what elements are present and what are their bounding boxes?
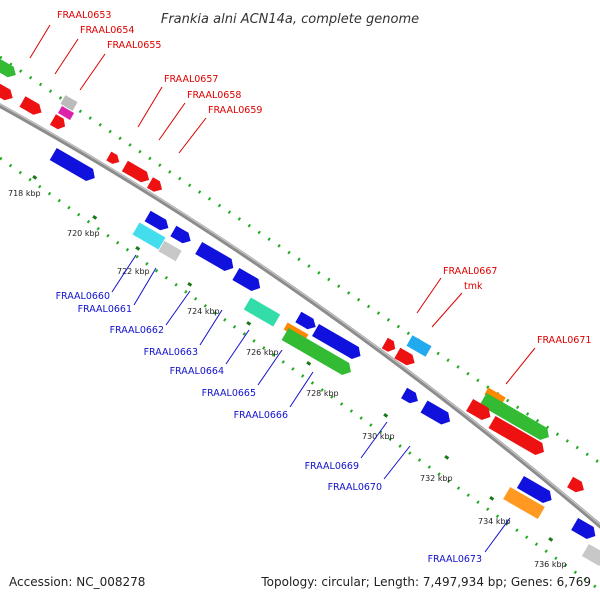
forward-genes [0, 54, 587, 495]
major-tick [187, 282, 193, 287]
gene-glyph[interactable] [195, 241, 237, 274]
major-tick [383, 413, 389, 418]
gene-glyph[interactable] [144, 210, 172, 233]
gene-glyph[interactable] [0, 82, 16, 103]
tick-label-724: 724 kbp [187, 307, 220, 316]
major-tick [444, 455, 450, 460]
gene-label-FRAAL0655[interactable]: FRAAL0655 [107, 40, 161, 51]
outer-tick-row [0, 55, 600, 465]
gene-glyph[interactable] [479, 392, 553, 443]
reverse-genes [49, 147, 600, 567]
gene-label-FRAAL0664[interactable]: FRAAL0664 [170, 366, 224, 377]
accession-text: Accession: NC_008278 [9, 575, 145, 589]
gene-glyph[interactable] [311, 323, 364, 362]
gene-glyph[interactable] [60, 95, 78, 111]
gene-label-FRAAL0663[interactable]: FRAAL0663 [144, 347, 198, 358]
gene-glyph[interactable] [406, 335, 432, 357]
tick-label-720: 720 kbp [67, 229, 100, 238]
gene-glyph[interactable] [106, 151, 121, 167]
tick-label-736: 736 kbp [534, 560, 567, 569]
major-tick [306, 361, 312, 366]
tick-label-732: 732 kbp [420, 474, 453, 483]
gene-glyph[interactable] [484, 387, 506, 405]
gene-glyph[interactable] [420, 400, 454, 427]
gene-glyph[interactable] [158, 240, 182, 262]
genome-backbone [0, 103, 600, 529]
major-tick [489, 496, 495, 501]
genome-summary-text: Topology: circular; Length: 7,497,934 bp… [260, 575, 591, 589]
gene-glyph[interactable] [516, 475, 555, 506]
gene-glyph[interactable] [243, 297, 281, 327]
genome-backbone-highlight [0, 103, 600, 526]
major-tick [135, 246, 141, 251]
tick-label-722: 722 kbp [117, 267, 150, 276]
major-ticks [32, 175, 554, 542]
gene-label-FRAAL0660[interactable]: FRAAL0660 [56, 291, 110, 302]
major-tick [246, 321, 252, 326]
gene-glyph[interactable] [567, 476, 587, 495]
gene-glyph[interactable] [571, 517, 599, 542]
gene-glyph[interactable] [49, 147, 99, 184]
gene-glyph[interactable] [581, 543, 600, 567]
gene-label-FRAAL0665[interactable]: FRAAL0665 [202, 388, 256, 399]
gene-glyph[interactable] [132, 222, 166, 250]
gene-label-FRAAL0673[interactable]: FRAAL0673 [428, 554, 482, 565]
tick-label-730: 730 kbp [362, 432, 395, 441]
gene-label-FRAAL0667[interactable]: FRAAL0667 [443, 266, 497, 277]
gene-glyph[interactable] [394, 347, 417, 368]
forward-leaders [29, 24, 536, 385]
gene-glyph[interactable] [0, 54, 19, 80]
gene-label-FRAAL0659[interactable]: FRAAL0659 [208, 105, 262, 116]
gene-label-FRAAL0666[interactable]: FRAAL0666 [234, 410, 288, 421]
gene-label-FRAAL0669[interactable]: FRAAL0669 [305, 461, 359, 472]
gene-glyph[interactable] [146, 177, 165, 194]
gene-label-FRAAL0670[interactable]: FRAAL0670 [328, 482, 382, 493]
gene-label-FRAAL0653[interactable]: FRAAL0653 [57, 10, 111, 21]
gene-label-FRAAL0654[interactable]: FRAAL0654 [80, 25, 134, 36]
gene-label-FRAAL0662[interactable]: FRAAL0662 [110, 325, 164, 336]
gene-glyph[interactable] [401, 387, 421, 406]
gene-glyph[interactable] [381, 337, 398, 354]
tick-label-734: 734 kbp [478, 517, 511, 526]
major-tick [92, 215, 98, 220]
gene-glyph[interactable] [57, 106, 75, 120]
gene-glyph[interactable] [281, 327, 355, 378]
gene-label-tmk[interactable]: tmk [464, 281, 483, 292]
gene-glyph[interactable] [488, 415, 548, 458]
tick-label-728: 728 kbp [306, 389, 339, 398]
gene-label-FRAAL0658[interactable]: FRAAL0658 [187, 90, 241, 101]
major-tick [548, 537, 554, 542]
gene-glyph[interactable] [121, 160, 152, 185]
reverse-leaders [111, 254, 511, 553]
gene-glyph[interactable] [295, 311, 318, 332]
gene-glyph[interactable] [503, 486, 545, 520]
gene-glyph[interactable] [232, 267, 263, 294]
gene-label-FRAAL0657[interactable]: FRAAL0657 [164, 74, 218, 85]
gene-glyph[interactable] [19, 96, 44, 117]
map-title: Frankia alni ACN14a, complete genome [161, 12, 419, 27]
gene-glyph[interactable] [466, 398, 494, 423]
major-tick [32, 175, 38, 180]
tick-label-726: 726 kbp [246, 348, 279, 357]
gene-glyph[interactable] [170, 225, 193, 246]
gene-label-FRAAL0671[interactable]: FRAAL0671 [537, 335, 591, 346]
tick-label-718: 718 kbp [8, 189, 41, 198]
gene-glyph[interactable] [49, 114, 68, 131]
gene-label-FRAAL0661[interactable]: FRAAL0661 [78, 304, 132, 315]
